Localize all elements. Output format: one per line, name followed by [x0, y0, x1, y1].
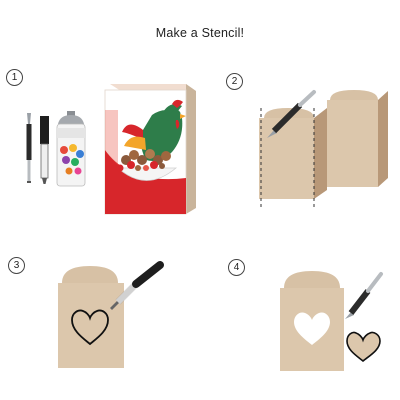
page-title: Make a Stencil! — [155, 26, 245, 40]
step3-draw-heart — [58, 261, 164, 368]
spray-paint-can-icon — [56, 111, 86, 187]
marker-icon — [40, 116, 49, 184]
step-number-2: 2 — [226, 73, 243, 90]
cereal-box-panels-icon — [259, 90, 388, 209]
step-number-1: 1 — [6, 69, 23, 86]
craft-knife-icon — [345, 272, 383, 319]
step1-supplies — [26, 84, 196, 215]
step4-cut-out — [280, 271, 383, 371]
marker-icon — [110, 261, 164, 310]
cereal-box-icon — [104, 84, 196, 215]
craft-knife-icon — [267, 90, 316, 138]
cut-heart-icon — [346, 331, 381, 363]
craft-knife-icon — [26, 113, 32, 183]
heart-cutout-icon — [294, 312, 330, 345]
step-number-3: 3 — [8, 257, 25, 274]
cardboard-stencil-icon — [280, 271, 344, 371]
heart-outline-icon — [71, 309, 109, 346]
cardboard-panel-icon — [58, 266, 124, 368]
step-number-4: 4 — [228, 259, 245, 276]
step2-cut-box — [259, 90, 388, 209]
